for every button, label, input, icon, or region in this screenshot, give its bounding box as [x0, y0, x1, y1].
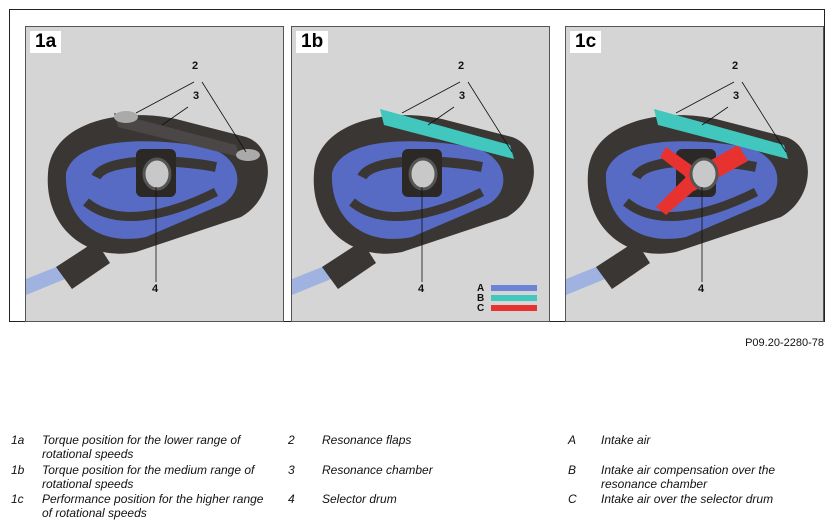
legend-item-c: C: [477, 303, 537, 314]
flow-legend: A B C: [477, 283, 537, 314]
callout-2: 2: [732, 60, 739, 72]
callout-4: 4: [418, 283, 425, 295]
caption-key: 3: [288, 463, 295, 477]
callout-3: 3: [193, 90, 200, 102]
callout-2: 2: [458, 60, 465, 72]
panel-1c: 1c 2 3 4: [565, 26, 824, 322]
caption-key: C: [568, 492, 577, 506]
caption-text: Intake air: [601, 433, 651, 447]
caption-key: 1a: [11, 433, 25, 447]
callout-2: 2: [192, 60, 199, 72]
intake-manifold-illustration: [292, 81, 534, 295]
callout-3: 3: [733, 90, 740, 102]
caption-text: Resonance flaps: [322, 433, 412, 447]
caption-text: Torque position for the lower range of r…: [42, 433, 241, 461]
caption-key: B: [568, 463, 577, 477]
caption-text: Intake air over the selector drum: [601, 492, 774, 506]
callout-4: 4: [698, 283, 705, 295]
callout-4: 4: [152, 283, 159, 295]
caption-key: 1c: [11, 492, 24, 506]
panel-label: 1c: [570, 31, 602, 53]
caption-text: Performance position for the higher rang…: [42, 492, 264, 520]
panel-label: 1a: [30, 31, 62, 53]
callout-3: 3: [459, 90, 466, 102]
caption-key: 2: [288, 433, 295, 447]
caption-text: Intake air compensation over the resonan…: [601, 463, 776, 491]
intake-manifold-illustration: [566, 81, 808, 295]
caption-text: Resonance chamber: [322, 463, 433, 477]
legend-item-b: B: [477, 293, 537, 304]
caption-key: 1b: [11, 463, 25, 477]
caption-text: Torque position for the medium range of …: [42, 463, 255, 491]
panel-1b: 1b 2 3 4 A B C: [291, 26, 550, 322]
caption-key: 4: [288, 492, 295, 506]
intake-manifold-illustration: [26, 81, 268, 295]
figure-frame: 1a 2 3 4 1b 2 3 4 A: [9, 9, 825, 322]
figure-reference: P09.20-2280-78: [745, 337, 824, 349]
legend-item-a: A: [477, 283, 537, 294]
panel-1a: 1a 2 3 4: [25, 26, 284, 322]
caption-text: Selector drum: [322, 492, 397, 506]
caption-key: A: [568, 433, 577, 447]
panel-label: 1b: [296, 31, 329, 53]
